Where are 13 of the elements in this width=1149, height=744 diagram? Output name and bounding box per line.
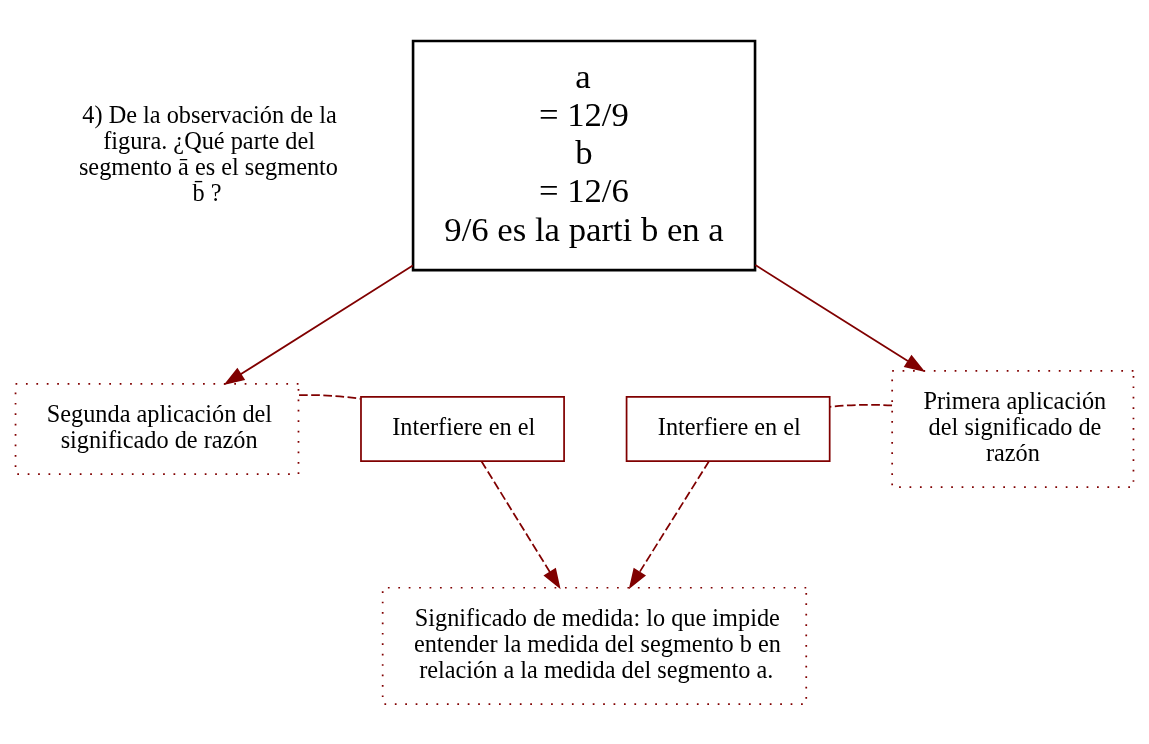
label: 4) De la observación de la figura. ¿Qué parte del segmento ā es el segmento b̄ ? <box>78 100 338 206</box>
node-box: Significado de medida: lo que impide entender la medida del segmento b en relación a la medida del segmento a. <box>381 586 808 705</box>
arrow <box>223 264 414 385</box>
node-box: Segunda aplicación del significado de razón <box>14 382 300 475</box>
node-box: Primera aplicación del significado de razón <box>891 369 1135 488</box>
connector <box>829 403 893 408</box>
arrow <box>628 459 710 589</box>
node-box: Interfiere en el <box>360 395 565 462</box>
arrow <box>480 459 561 589</box>
connector <box>298 393 362 400</box>
arrow <box>754 263 926 372</box>
node-box: a = 12/9 b = 12/6 9/6 es la parti b en a <box>411 39 757 271</box>
node-box: Interfiere en el <box>625 395 831 462</box>
